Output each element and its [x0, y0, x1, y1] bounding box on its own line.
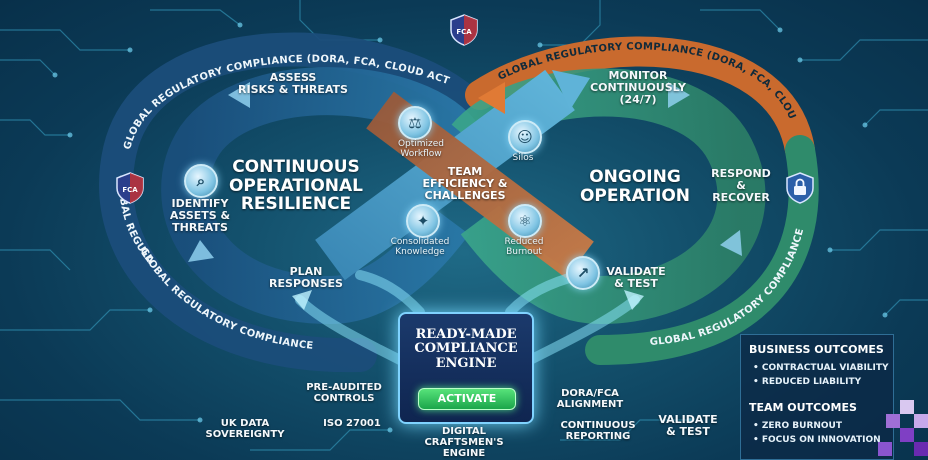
continuous-reporting-label: CONTINUOUS REPORTING — [560, 420, 636, 442]
consolidated-knowledge-label: Consolidated Knowledge — [390, 237, 450, 257]
shield-top-label: FCA — [456, 28, 472, 36]
engine-title: READY-MADE COMPLIANCE ENGINE — [414, 327, 518, 371]
iso-label: ISO 27001 — [323, 418, 381, 429]
lightbulb-icon: ✦ — [406, 204, 440, 238]
plan-responses-label: PLAN RESPONSES — [269, 265, 343, 291]
monitor-label: MONITOR CONTINUOUSLY (24/7) — [590, 69, 686, 107]
business-outcome-item: • REDUCED LIABILITY — [753, 377, 862, 387]
respond-recover-label: RESPOND & RECOVER — [711, 167, 771, 205]
outcomes-panel: BUSINESS OUTCOMES • CONTRACTUAL VIABILIT… — [740, 334, 894, 460]
magnifier-icon: ⌕ — [184, 164, 218, 198]
team-efficiency-label: TEAM EFFICIENCY & CHALLENGES — [422, 165, 508, 203]
lock-shield-icon — [786, 172, 814, 204]
shield-fca-icon: FCA — [116, 172, 144, 204]
assess-risks-label: ASSESS RISKS & THREATS — [238, 71, 348, 97]
activate-button[interactable]: ACTIVATE — [418, 388, 516, 410]
uk-data-label: UK DATA SOVEREIGNTY — [205, 418, 285, 440]
dora-alignment-label: DORA/FCA ALIGNMENT — [556, 388, 624, 410]
right-title-line2: OPERATION — [579, 185, 691, 206]
scales-icon: ⚖ — [398, 106, 432, 140]
left-title-line1: CONTINUOUS — [232, 157, 360, 177]
left-title-line2: OPERATIONAL — [228, 175, 364, 196]
reduced-burnout-label: Reduced Burnout — [504, 237, 544, 257]
pre-audited-label: PRE-AUDITED CONTROLS — [306, 382, 382, 404]
team-outcome-item: • ZERO BURNOUT — [753, 421, 843, 431]
left-title-line3: RESILIENCE — [240, 194, 352, 215]
shield-fca-icon: FCA — [450, 14, 478, 46]
people-icon: ☺ — [508, 120, 542, 154]
team-outcome-item: • FOCUS ON INNOVATION — [753, 435, 881, 445]
atom-icon: ⚛ — [508, 204, 542, 238]
optimized-workflow-label: Optimized Workflow — [397, 139, 445, 159]
chart-icon: ↗ — [566, 256, 600, 290]
validate-test-loop-label: VALIDATE & TEST — [606, 265, 666, 291]
right-loop-title: ONGOING OPERATION — [570, 168, 700, 205]
right-title-line1: ONGOING — [589, 167, 681, 187]
shield-left-label: FCA — [122, 186, 138, 194]
team-outcomes-title: TEAM OUTCOMES — [749, 401, 857, 414]
validate-test-bottom-label: VALIDATE & TEST — [658, 413, 718, 439]
pixel-logo-icon — [878, 400, 928, 456]
identify-assets-label: IDENTIFY ASSETS & THREATS — [169, 197, 231, 235]
compliance-engine-chip: READY-MADE COMPLIANCE ENGINE ACTIVATE — [398, 312, 534, 424]
silos-label: Silos — [512, 153, 534, 163]
left-loop-title: CONTINUOUS OPERATIONAL RESILIENCE — [222, 158, 370, 214]
engine-caption: DIGITAL CRAFTSMEN'S ENGINE — [424, 426, 504, 459]
business-outcome-item: • CONTRACTUAL VIABILITY — [753, 363, 889, 373]
business-outcomes-title: BUSINESS OUTCOMES — [749, 343, 884, 356]
